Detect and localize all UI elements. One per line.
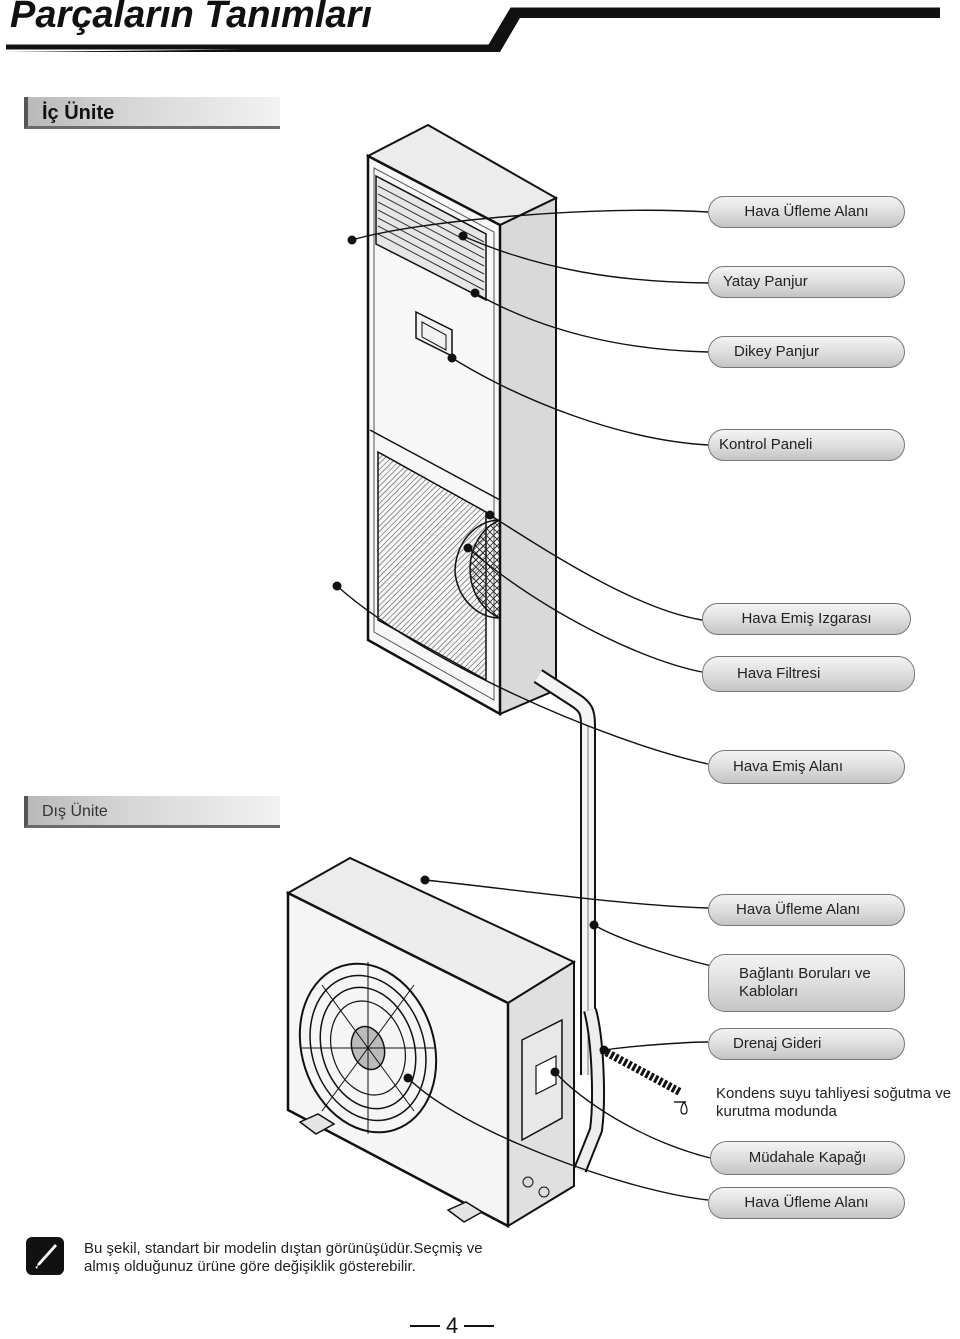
- label-condensate-line2: kurutma modunda: [716, 1103, 837, 1120]
- leader-lines: [336, 209, 739, 1201]
- header-bar: [6, 7, 940, 52]
- label-control-panel: Kontrol Paneli: [708, 429, 905, 461]
- section-indoor-label: İç Ünite: [42, 102, 115, 124]
- label-outdoor-air-outlet: Hava Üfleme Alanı: [708, 894, 905, 926]
- label-connection-pipes-line2: Kabloları: [739, 983, 799, 1000]
- label-outdoor-air-outlet-2: Hava Üfleme Alanı: [708, 1187, 905, 1219]
- page-number: 4: [446, 1313, 459, 1338]
- label-horizontal-louver: Yatay Panjur: [708, 266, 905, 298]
- label-air-filter: Hava Filtresi: [702, 656, 915, 692]
- pencil-note-icon: [26, 1237, 64, 1275]
- label-air-intake: Hava Emiş Alanı: [708, 750, 905, 784]
- section-outdoor-unit: Dış Ünite: [24, 796, 280, 828]
- note-line1: Bu şekil, standart bir modelin dıştan gö…: [84, 1240, 483, 1257]
- section-outdoor-label: Dış Ünite: [42, 803, 108, 820]
- page-title: Parçaların Tanımları: [10, 0, 372, 36]
- section-indoor-unit: İç Ünite: [24, 97, 280, 129]
- label-indoor-air-outlet: Hava Üfleme Alanı: [708, 196, 905, 228]
- indoor-unit: [365, 123, 559, 717]
- label-service-cover: Müdahale Kapağı: [710, 1141, 905, 1175]
- page-number-dash-right: [464, 1325, 494, 1327]
- label-drain: Drenaj Gideri: [708, 1028, 905, 1060]
- label-connection-pipes-line1: Bağlantı Boruları ve: [739, 965, 871, 982]
- label-condensate-line1: Kondens suyu tahliyesi soğutma ve: [716, 1085, 952, 1102]
- leader-dots: [332, 231, 609, 1083]
- label-vertical-louver: Dikey Panjur: [708, 336, 905, 368]
- note-line2: almış olduğunuz ürüne göre değişiklik gö…: [84, 1258, 416, 1275]
- page-number-dash-left: [410, 1325, 440, 1327]
- outdoor-unit: [285, 856, 577, 1229]
- label-connection-pipes: Bağlantı Boruları ve Kabloları: [708, 954, 905, 1012]
- label-air-intake-grille: Hava Emiş Izgarası: [702, 603, 911, 635]
- connection-pipe: [533, 669, 688, 1173]
